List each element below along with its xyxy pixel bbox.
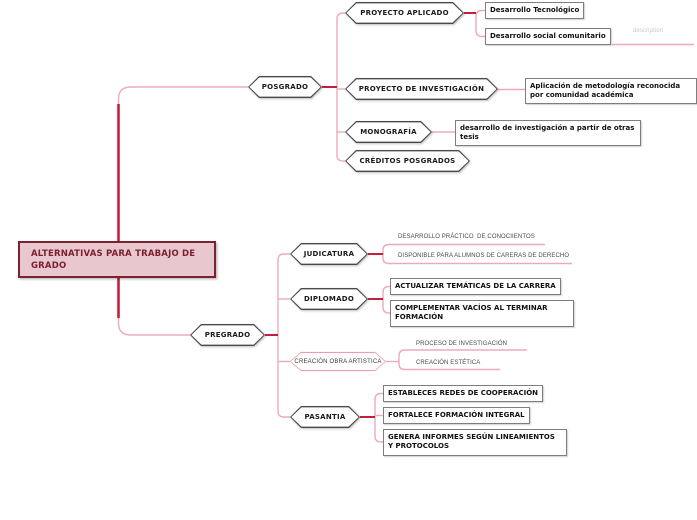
topic-judicatura[interactable]: JUDICATURA xyxy=(290,243,368,265)
topic-diplomado[interactable]: DIPLOMADO xyxy=(290,288,368,310)
hexagon-fill xyxy=(291,407,358,426)
topic-fortalece-formacion[interactable]: FORTALECE FORMACIÓN INTEGRAL xyxy=(383,407,530,424)
hexagon-fill xyxy=(291,244,366,263)
topic-genera-informes[interactable]: GENERA INFORMES SEGÚN LINEAMIENTOS Y PRO… xyxy=(383,429,567,456)
topic-otras-tesis[interactable]: desarrollo de investigación a partir de … xyxy=(455,120,641,146)
topic-desarrollo-social[interactable]: Desarrollo social comunitario xyxy=(485,28,611,45)
topic-actualizar-tematicas[interactable]: ACTUALIZAR TEMÁTICAS DE LA CARRERA xyxy=(390,278,561,295)
topic-diplomado-label: DIPLOMADO xyxy=(303,295,355,303)
topic-creditos-posgrados-label: CRÉDITOS POSGRADOS xyxy=(359,157,456,165)
hexagon-fill xyxy=(346,122,430,141)
topic-pasantia[interactable]: PASANTIA xyxy=(290,406,360,428)
topic-complementar-vacios[interactable]: COMPLEMENTAR VACÍOS AL TERMINAR FORMACIÓ… xyxy=(390,300,574,327)
topic-desarrollo-practico[interactable]: DESARROLLO PRÁCTICO DE CONOCIIENTOS xyxy=(398,234,535,240)
topic-pregrado[interactable]: PREGRADO xyxy=(190,324,265,346)
topic-pasantia-label: PASANTIA xyxy=(304,413,346,421)
root-topic-label: ALTERNATIVAS PARA TRABAJO DE GRADO xyxy=(31,248,196,271)
topic-creacion-obra-artistica[interactable]: CREACIÓN OBRA ARTISTICA xyxy=(290,352,386,371)
topic-proyecto-aplicado[interactable]: PROYECTO APLICADO xyxy=(345,2,464,24)
topic-estableces-redes[interactable]: ESTABLECES REDES DE COOPERACIÓN xyxy=(383,385,544,402)
topic-proyecto-investigacion[interactable]: PROYECTO DE INVESTIGACIÓN xyxy=(345,78,498,100)
topic-creacion-obra-artistica-label: CREACIÓN OBRA ARTISTICA xyxy=(294,358,382,365)
topic-posgrado-label: POSGRADO xyxy=(261,83,309,91)
topic-creacion-estetica[interactable]: CREACIÓN ESTÉTICA xyxy=(416,360,481,366)
topic-judicatura-label: JUDICATURA xyxy=(303,250,355,258)
description-placeholder[interactable]: description xyxy=(633,28,664,34)
hexagon-fill xyxy=(346,3,462,22)
topic-pregrado-label: PREGRADO xyxy=(204,331,251,339)
topic-creditos-posgrados[interactable]: CRÉDITOS POSGRADOS xyxy=(345,150,470,172)
topic-proyecto-aplicado-label: PROYECTO APLICADO xyxy=(360,9,449,17)
topic-aplicacion-metodologia[interactable]: Aplicación de metodología reconocida por… xyxy=(525,78,697,104)
hexagon-fill xyxy=(249,77,320,96)
root-topic[interactable]: ALTERNATIVAS PARA TRABAJO DE GRADO xyxy=(18,241,216,278)
hexagon-fill xyxy=(291,353,385,370)
topic-proceso-investigacion[interactable]: PROCESO DE INVESTIGACIÓN xyxy=(416,341,508,347)
topic-monografia[interactable]: MONOGRAFÍA xyxy=(345,121,432,143)
hexagon-fill xyxy=(191,325,263,344)
hexagon-fill xyxy=(346,79,496,98)
topic-disponible-alumnos[interactable]: DISPONIBLE PARA ALUMNOS DE CARERAS DE DE… xyxy=(398,253,570,259)
topic-desarrollo-tecnologico[interactable]: Desarrollo Tecnológico xyxy=(485,2,585,19)
hexagon-fill xyxy=(291,289,366,308)
topic-proyecto-investigacion-label: PROYECTO DE INVESTIGACIÓN xyxy=(358,85,485,93)
topic-monografia-label: MONOGRAFÍA xyxy=(360,128,417,136)
hexagon-fill xyxy=(346,151,468,170)
topic-posgrado[interactable]: POSGRADO xyxy=(248,76,322,98)
